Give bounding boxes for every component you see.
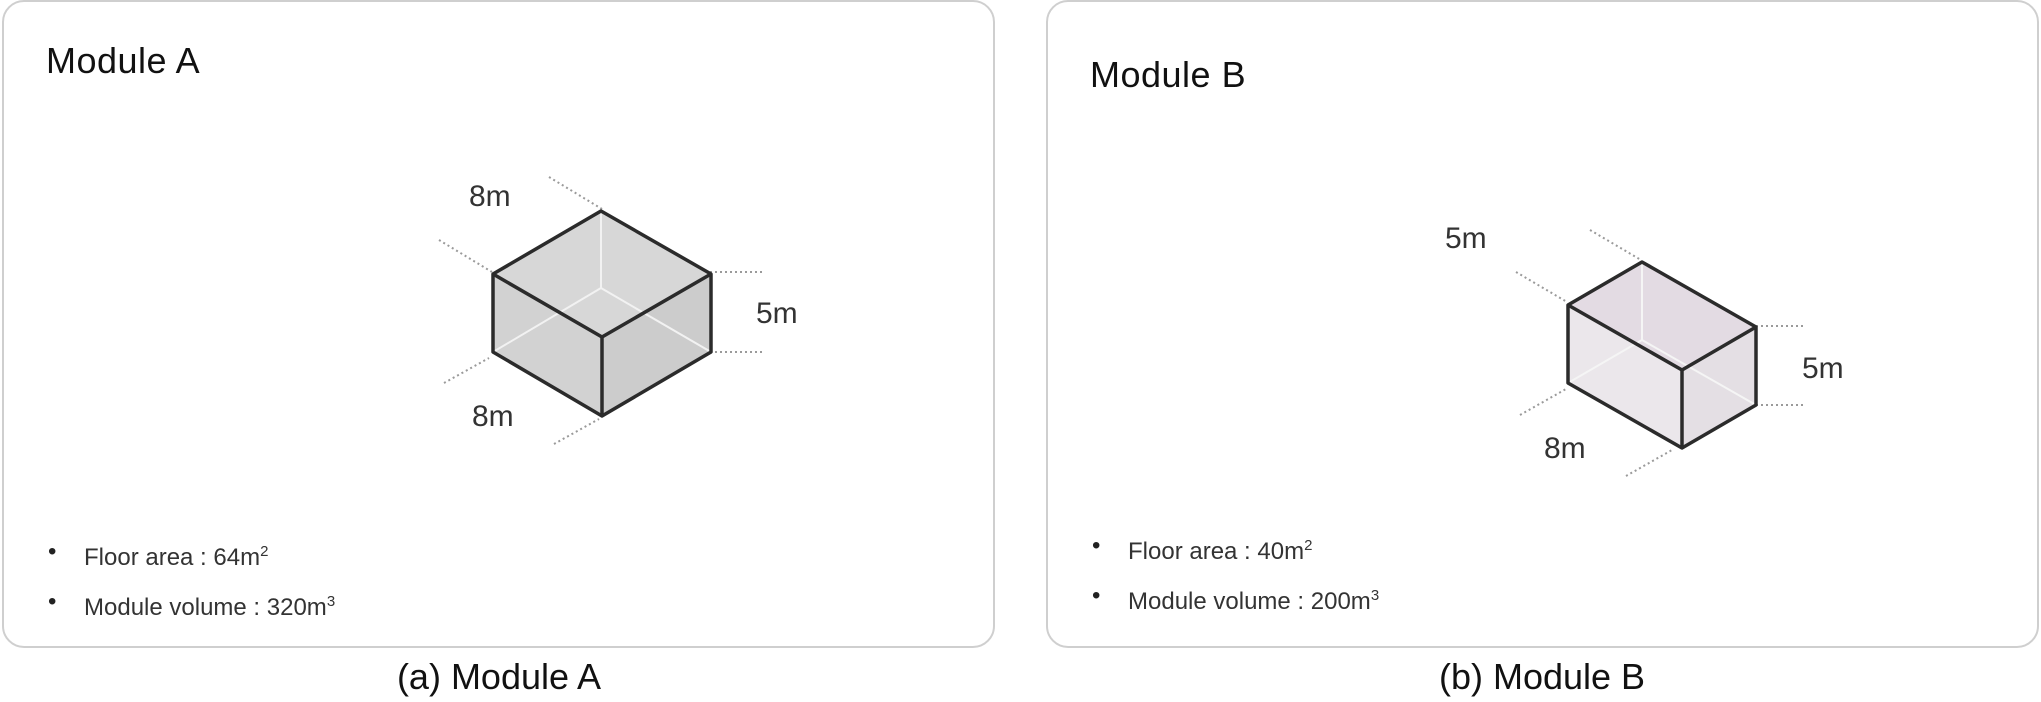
module-b-volume: • Module volume : 200m3 (1082, 578, 1379, 628)
hidden-edge (492, 287, 602, 353)
ext-line (1515, 271, 1568, 303)
cube-outline (1566, 260, 1758, 450)
cube-outline (491, 209, 713, 418)
bullet-icon: • (1092, 582, 1101, 609)
cube-right-face (1682, 327, 1756, 448)
ext-line (1625, 449, 1673, 477)
hidden-edge (1567, 339, 1643, 384)
module-a-panel: Module A (2, 0, 995, 648)
module-b-panel: Module B 5m 8m 5m (1046, 0, 2039, 648)
module-a-title: Module A (46, 40, 201, 81)
module-b-title: Module B (1090, 54, 1247, 95)
bullet-icon: • (1092, 532, 1101, 559)
module-a-specs: • Floor area : 64m2 • Module volume : 32… (38, 534, 335, 634)
ext-line (548, 176, 603, 210)
ext-line (438, 239, 493, 273)
module-a-cube-diagram: 8m 8m 5m (438, 176, 798, 445)
module-b-height-label: 5m (1802, 352, 1844, 385)
module-b-cube (1566, 260, 1758, 450)
module-a-height-label: 5m (756, 297, 798, 330)
module-a-depth-label: 8m (472, 400, 514, 433)
hidden-edge (1641, 339, 1757, 406)
ext-line (1519, 388, 1567, 416)
bullet-icon: • (48, 588, 57, 615)
cube-left-face (1568, 305, 1682, 448)
cube-left-face (493, 274, 602, 416)
module-a-cube (491, 209, 713, 418)
module-a-extension-lines (438, 176, 762, 445)
hidden-edge (600, 287, 712, 353)
ext-line (443, 357, 490, 384)
module-b-width-label: 8m (1544, 432, 1586, 465)
module-b-extension-lines (1515, 229, 1806, 477)
cube-right-face (602, 274, 711, 416)
module-b-floor-area: • Floor area : 40m2 (1082, 528, 1379, 578)
module-b-specs: • Floor area : 40m2 • Module volume : 20… (1082, 528, 1379, 628)
module-a-volume: • Module volume : 320m3 (38, 584, 335, 634)
module-b-cube-diagram: 5m 8m 5m (1445, 222, 1844, 477)
ext-line (553, 418, 600, 445)
module-b-caption: (b) Module B (1438, 656, 1646, 697)
module-b-depth-label: 5m (1445, 222, 1487, 255)
cube-top-face (1568, 262, 1756, 370)
module-a-width-label: 8m (469, 180, 511, 213)
module-a-caption: (a) Module A (396, 656, 602, 697)
module-a-floor-area: • Floor area : 64m2 (38, 534, 335, 584)
ext-line (1589, 229, 1642, 261)
bullet-icon: • (48, 538, 57, 565)
